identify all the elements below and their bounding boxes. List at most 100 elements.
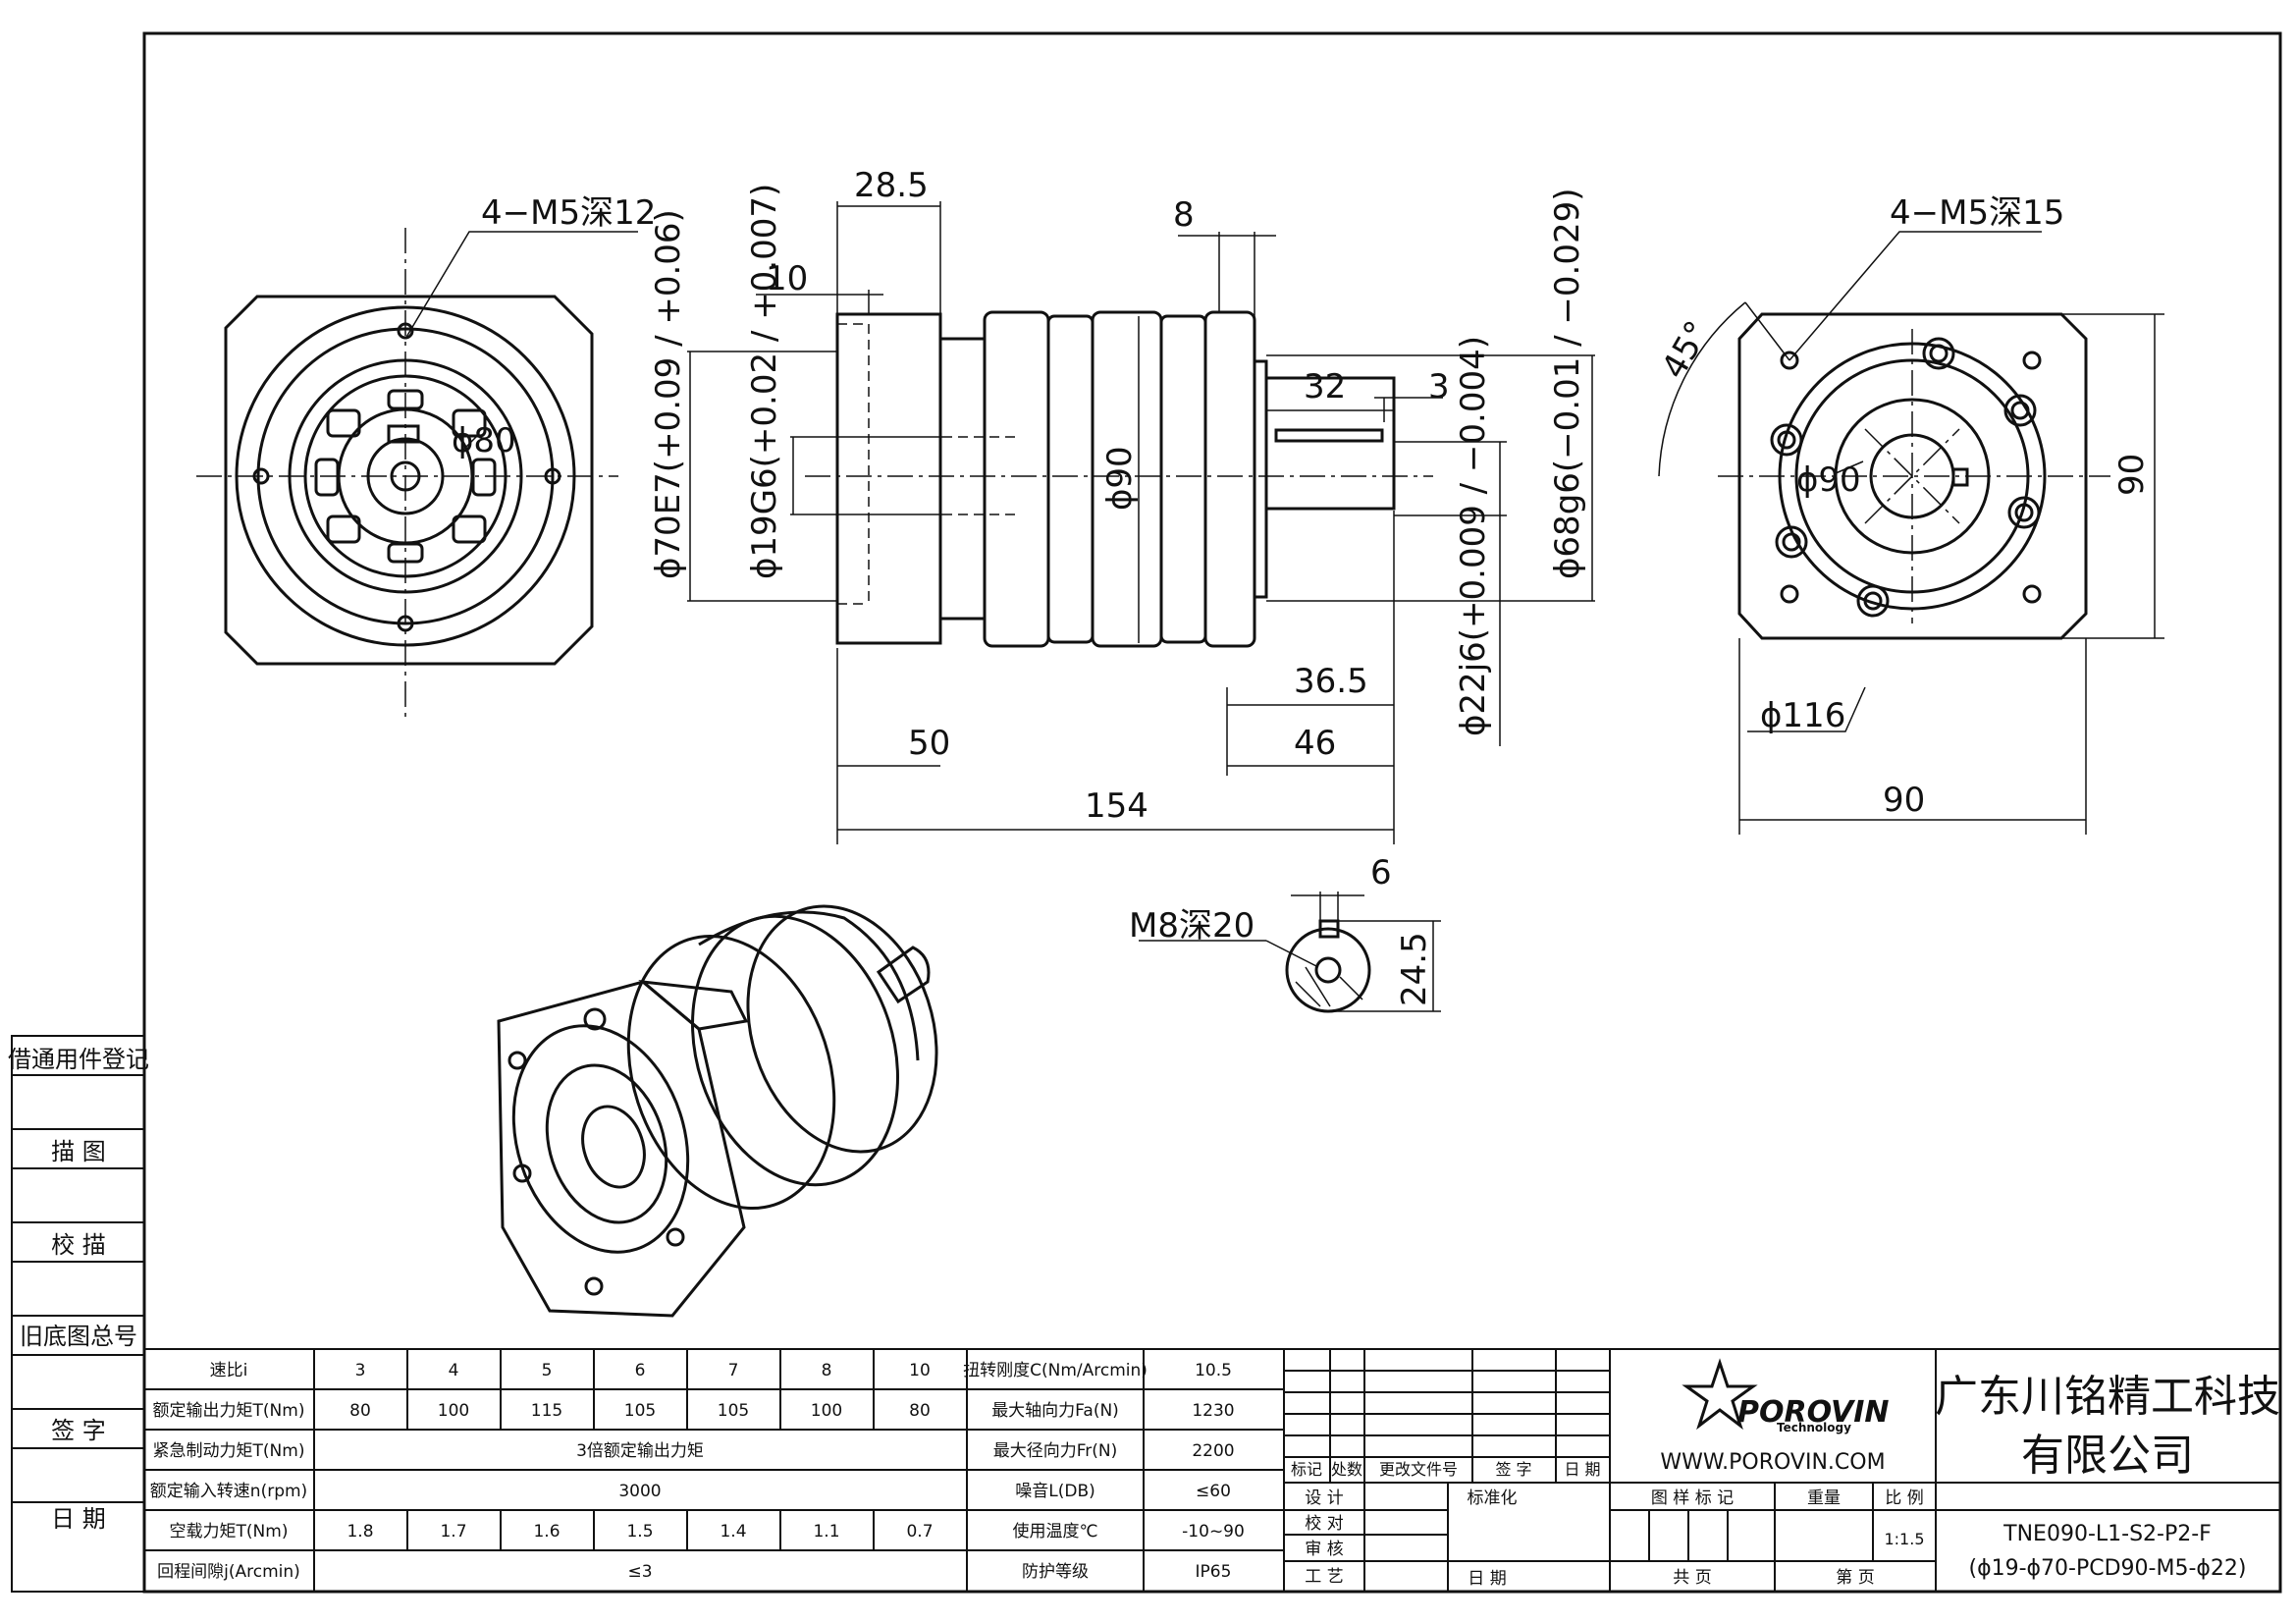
logo-subtext: Technology — [1777, 1421, 1851, 1434]
spec-extra-label: 使用温度℃ — [1012, 1521, 1097, 1542]
side-panel-date: 日 期 — [51, 1505, 106, 1533]
model-spec: (ϕ19-ϕ70-PCD90-M5-ϕ22) — [1969, 1556, 2247, 1581]
spec-cell-merged: ≤3 — [627, 1562, 652, 1582]
rev-row-process: 工 艺 — [1305, 1567, 1343, 1587]
dim-28-5: 28.5 — [854, 166, 929, 205]
side-view — [835, 310, 1396, 648]
spec-label-ratio: 速比i — [210, 1361, 248, 1380]
spec-cell: 1.4 — [720, 1522, 746, 1542]
dim-dia-90-body: ϕ90 — [1100, 446, 1140, 511]
spec-cell: 6 — [635, 1361, 646, 1380]
sample-mark-header: 图 样 标 记 — [1651, 1488, 1734, 1508]
spec-extra-label: 防护等级 — [1022, 1562, 1089, 1582]
key-width-6: 6 — [1370, 853, 1392, 893]
rear-pcd-label: ϕ90 — [1796, 460, 1861, 500]
spec-cell-merged: 3倍额定输出力矩 — [576, 1441, 704, 1461]
spec-extra-label: 扭转刚度C(Nm/Arcmin) — [963, 1361, 1148, 1380]
angle-45: 45° — [1654, 314, 1718, 385]
spec-cell: 115 — [531, 1401, 562, 1421]
spec-cell: 1.5 — [626, 1522, 653, 1542]
rear-thread-label: 4−M5深15 — [1890, 193, 2064, 233]
shaft-section — [1285, 919, 1371, 1013]
company-name-line1: 广东川铭精工科技 — [1935, 1372, 2280, 1422]
dim-50: 50 — [908, 724, 950, 763]
spec-label-no-load-torque: 空载力矩T(Nm) — [170, 1522, 289, 1542]
scale-header: 比 例 — [1885, 1488, 1923, 1508]
rear-dimension-lines — [1658, 231, 2164, 835]
spec-extra-value: -10~90 — [1182, 1522, 1245, 1542]
spec-cell: 100 — [438, 1401, 469, 1421]
isometric-view — [497, 904, 938, 1318]
rev-row-proof: 校 对 — [1305, 1514, 1343, 1534]
square-90-vertical: 90 — [2112, 454, 2152, 496]
side-panel-loan-register: 借通用件登记 — [8, 1046, 149, 1073]
rev-header-date: 日 期 — [1564, 1460, 1600, 1479]
spec-cell: 4 — [449, 1361, 459, 1380]
dim-32: 32 — [1304, 367, 1346, 406]
scale-value: 1:1.5 — [1884, 1530, 1924, 1548]
spec-cell: 3 — [355, 1361, 366, 1380]
square-90-horizontal: 90 — [1883, 781, 1925, 820]
rev-date: 日 期 — [1468, 1569, 1506, 1589]
side-panel-check-trace: 校 描 — [51, 1231, 106, 1259]
spec-cell: 1.1 — [813, 1522, 839, 1542]
spec-extra-label: 噪音L(DB) — [1015, 1482, 1095, 1501]
dia-116: ϕ116 — [1760, 696, 1845, 735]
revision-block-grid — [1284, 1349, 1611, 1592]
spec-cell: 105 — [624, 1401, 656, 1421]
dim-46: 46 — [1294, 724, 1336, 763]
spec-extra-value: ≤60 — [1196, 1482, 1231, 1501]
front-pcd-label: ϕ80 — [452, 421, 516, 460]
front-leaders — [404, 231, 638, 453]
spec-cell-merged: 3000 — [618, 1482, 661, 1501]
rev-header-mark: 标记 — [1291, 1460, 1322, 1479]
spec-cell: 105 — [718, 1401, 749, 1421]
key-height-24-5: 24.5 — [1395, 932, 1434, 1006]
side-hidden-lines — [837, 323, 1021, 605]
dim-dia-70: ϕ70E7(+0.09 / +0.06) — [649, 209, 688, 579]
outer-border — [142, 31, 2282, 1594]
spec-extra-label: 最大径向力Fr(N) — [993, 1441, 1118, 1461]
spec-cell: 1.6 — [533, 1522, 560, 1542]
rev-header-change-doc: 更改文件号 — [1379, 1460, 1458, 1479]
dim-8: 8 — [1173, 195, 1195, 235]
spec-extra-value: IP65 — [1196, 1562, 1232, 1582]
thread-m8: M8深20 — [1129, 906, 1255, 946]
side-panel-old-number: 旧底图总号 — [20, 1323, 137, 1350]
side-dimension-lines — [687, 201, 1595, 844]
spec-table: 速比i 3 4 5 6 7 8 10 额定输出力矩T(Nm) 80 100 11… — [150, 1361, 1245, 1582]
shaft-section-dims — [1139, 892, 1441, 1012]
title-block-grid — [1610, 1349, 2280, 1592]
side-panel-lines — [11, 1035, 145, 1593]
dim-dia-22: ϕ22j6(+0.009 / −0.004) — [1454, 336, 1493, 736]
rev-header-signature: 签 字 — [1495, 1460, 1531, 1479]
rev-row-review: 审 核 — [1305, 1540, 1343, 1559]
dim-dia-68: ϕ68g6(−0.01 / −0.029) — [1548, 188, 1587, 579]
spec-label-emergency-torque: 紧急制动力矩T(Nm) — [153, 1441, 305, 1461]
spec-cell: 100 — [811, 1401, 842, 1421]
spec-cell: 1.8 — [347, 1522, 373, 1542]
spec-label-rated-torque: 额定输出力矩T(Nm) — [153, 1401, 305, 1421]
spec-extra-label: 最大轴向力Fa(N) — [991, 1401, 1119, 1421]
dim-36-5: 36.5 — [1294, 662, 1368, 701]
website: WWW.POROVIN.COM — [1660, 1450, 1885, 1475]
spec-cell: 1.7 — [440, 1522, 466, 1542]
company-logo: POROVIN Technology — [1682, 1358, 1890, 1434]
dim-3: 3 — [1428, 367, 1450, 406]
sheet-total: 共 页 — [1673, 1568, 1711, 1588]
side-panel-trace: 描 图 — [51, 1138, 106, 1165]
spec-cell: 80 — [349, 1401, 371, 1421]
rear-centerlines — [1718, 329, 2110, 623]
dim-10: 10 — [766, 259, 808, 298]
spec-cell: 80 — [909, 1401, 931, 1421]
spec-table-grid — [144, 1348, 2280, 1592]
model-number: TNE090-L1-S2-P2-F — [2002, 1522, 2212, 1546]
dim-154: 154 — [1085, 786, 1148, 826]
spec-cell: 8 — [822, 1361, 832, 1380]
weight-header: 重量 — [1807, 1488, 1841, 1508]
spec-cell: 5 — [542, 1361, 553, 1380]
spec-cell: 10 — [909, 1361, 931, 1380]
side-panel-signature: 签 字 — [51, 1417, 106, 1444]
rev-row-design: 设 计 — [1305, 1488, 1343, 1508]
